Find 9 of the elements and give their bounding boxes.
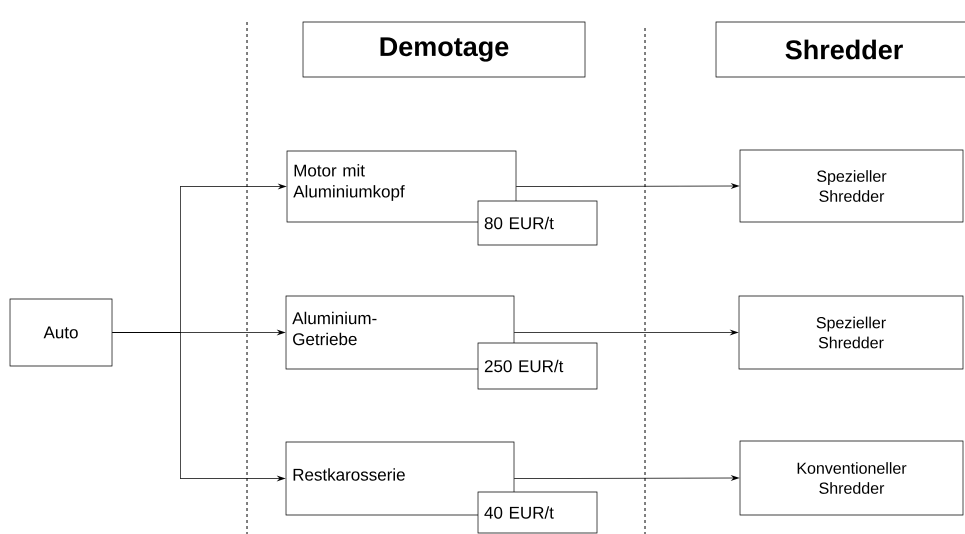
price-box: 80 EUR/t [478,200,598,246]
shredder-box: Konventioneller Shredder [740,440,964,516]
price-box: 40 EUR/t [478,492,598,534]
shredder-box: Spezieller Shredder [738,296,964,370]
column-header: Demotage [302,22,586,78]
column-header: Shredder [716,22,965,78]
source-box: Auto [10,298,112,366]
shredder-box: Spezieller Shredder [740,150,964,222]
price-box: 250 EUR/t [478,342,598,390]
